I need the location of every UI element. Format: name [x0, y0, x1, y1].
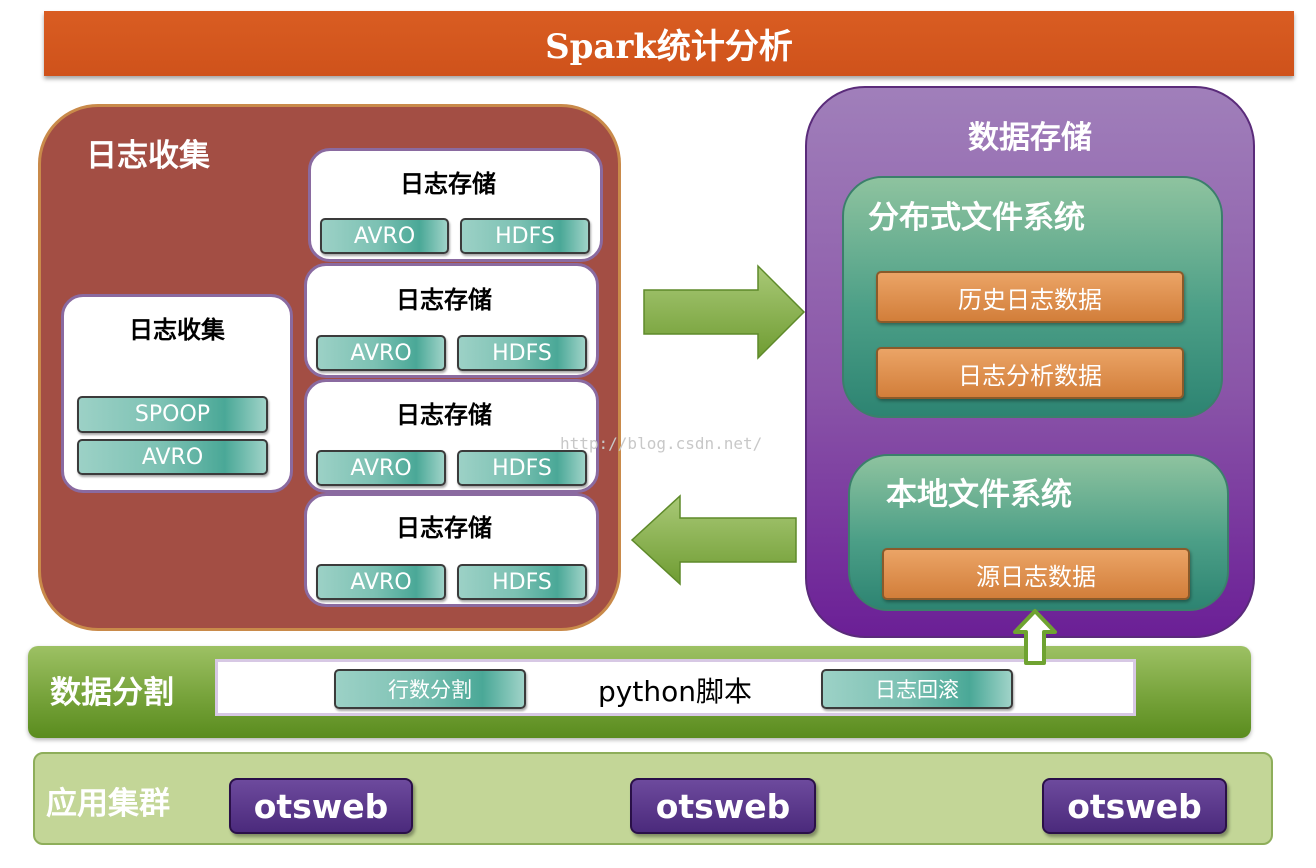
log-storage-card-title: 日志存储: [396, 514, 492, 542]
collector-item-spoop: SPOOP: [77, 396, 268, 433]
arrow-right-icon: [643, 264, 806, 360]
title-bar: Spark统计分析: [44, 11, 1294, 76]
source-log-data: 源日志数据: [882, 548, 1190, 600]
log-storage-item-avro: AVRO: [320, 218, 449, 254]
log-collection-title: 日志收集: [86, 138, 210, 174]
otsweb-node: otsweb: [229, 778, 413, 834]
log-storage-card-title: 日志存储: [396, 401, 492, 429]
split-item-log-rollback: 日志回滚: [821, 669, 1013, 709]
python-script-label: python脚本: [598, 675, 752, 708]
log-storage-item-hdfs: HDFS: [457, 564, 587, 600]
log-storage-item-avro: AVRO: [316, 564, 446, 600]
collector-card-title: 日志收集: [129, 316, 225, 344]
data-storage-title: 数据存储: [968, 120, 1092, 156]
local-fs-title: 本地文件系统: [886, 477, 1072, 513]
split-item-line-split: 行数分割: [334, 669, 526, 709]
log-storage-item-hdfs: HDFS: [460, 218, 590, 254]
otsweb-node: otsweb: [1042, 778, 1227, 834]
otsweb-node: otsweb: [630, 778, 816, 834]
distributed-fs-title: 分布式文件系统: [868, 200, 1085, 236]
log-analysis-data: 日志分析数据: [876, 347, 1184, 399]
history-log-data: 历史日志数据: [876, 271, 1184, 323]
page-title: Spark统计分析: [545, 27, 793, 67]
log-storage-card-title: 日志存储: [400, 170, 496, 198]
arrow-up-icon: [1013, 609, 1057, 665]
log-storage-item-hdfs: HDFS: [457, 335, 587, 371]
app-cluster-title: 应用集群: [46, 786, 170, 822]
log-storage-item-avro: AVRO: [316, 450, 446, 486]
watermark: http://blog.csdn.net/: [560, 434, 763, 453]
log-storage-item-hdfs: HDFS: [457, 450, 587, 486]
log-storage-card-title: 日志存储: [396, 286, 492, 314]
arrow-left-icon: [630, 494, 797, 586]
data-split-title: 数据分割: [50, 675, 174, 711]
collector-item-avro: AVRO: [77, 439, 268, 475]
log-storage-item-avro: AVRO: [316, 335, 446, 371]
